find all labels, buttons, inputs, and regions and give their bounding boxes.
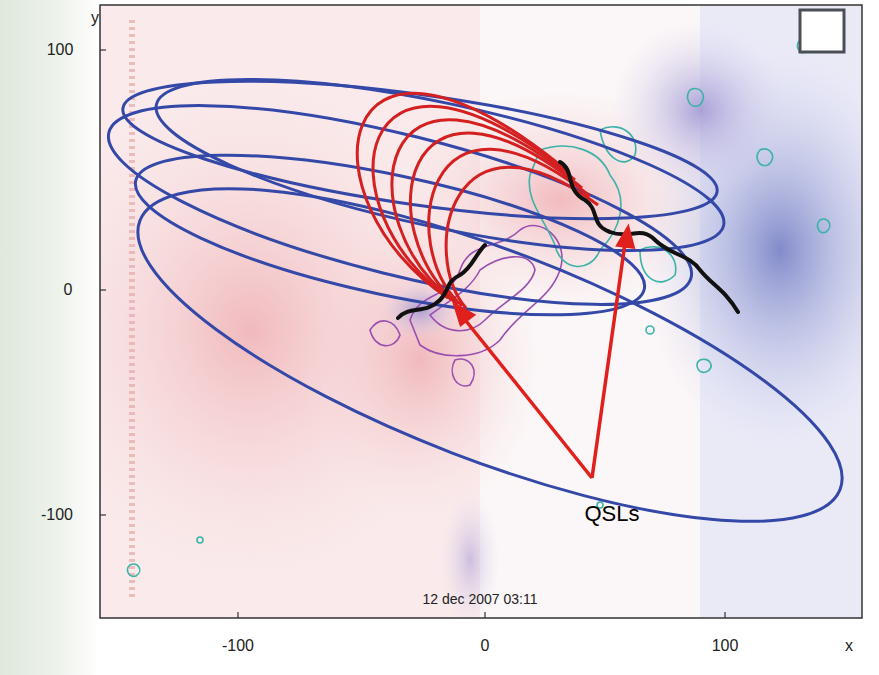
- tick-label: -100: [41, 506, 73, 524]
- tick-label: 0: [64, 281, 73, 299]
- tick-label: 0: [481, 637, 490, 655]
- callout-label: QSLs: [584, 502, 639, 526]
- timestamp-label: 12 dec 2007 03:11: [423, 592, 538, 607]
- tick-label: 100: [712, 637, 739, 655]
- panel-marker: [800, 10, 844, 52]
- axis-title: x: [845, 637, 853, 655]
- tick-label: -100: [222, 637, 254, 655]
- tick-label: 100: [47, 41, 74, 59]
- plot-frame: [100, 5, 862, 618]
- axis-title: y: [91, 9, 99, 27]
- pointer-arrows: [455, 228, 633, 478]
